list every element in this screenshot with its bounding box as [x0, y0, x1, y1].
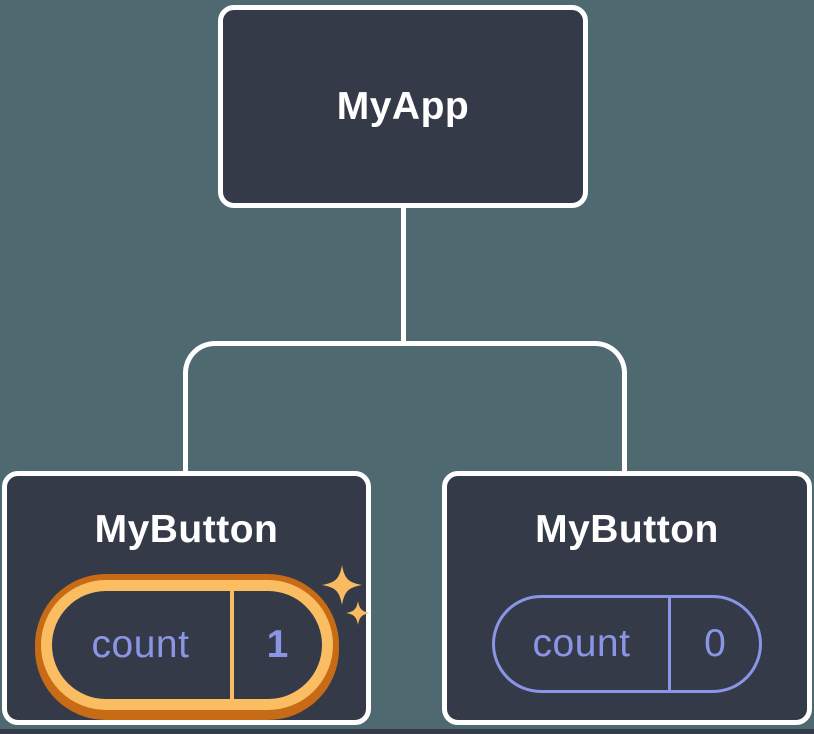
node-label: MyApp — [336, 84, 470, 128]
node-label: MyButton — [94, 508, 279, 551]
node-label: MyButton — [535, 508, 719, 551]
connector-branch — [183, 341, 627, 472]
pill-divider — [668, 598, 671, 690]
sparkle-icon-small — [346, 601, 370, 625]
tree-node-myapp: MyApp — [218, 5, 588, 208]
state-name-cell: count — [52, 591, 230, 699]
state-pill: count 0 — [492, 595, 762, 693]
state-value-cell: 0 — [671, 598, 759, 690]
connector-stem — [401, 206, 406, 344]
state-pill-highlighted: count 1 — [40, 580, 333, 710]
state-name-cell: count — [495, 598, 668, 690]
state-name-label: count — [532, 622, 631, 665]
state-value-label: 1 — [266, 623, 289, 666]
tree-node-mybutton-left: MyButton count 1 — [2, 471, 371, 725]
tree-node-mybutton-right: MyButton count 0 — [442, 471, 812, 725]
sparkle-icon-large — [322, 565, 362, 605]
state-value-label: 0 — [704, 622, 726, 665]
state-name-label: count — [91, 623, 190, 666]
bottom-edge-strip — [0, 729, 814, 734]
pill-divider — [229, 591, 234, 699]
state-value-cell: 1 — [234, 591, 322, 699]
